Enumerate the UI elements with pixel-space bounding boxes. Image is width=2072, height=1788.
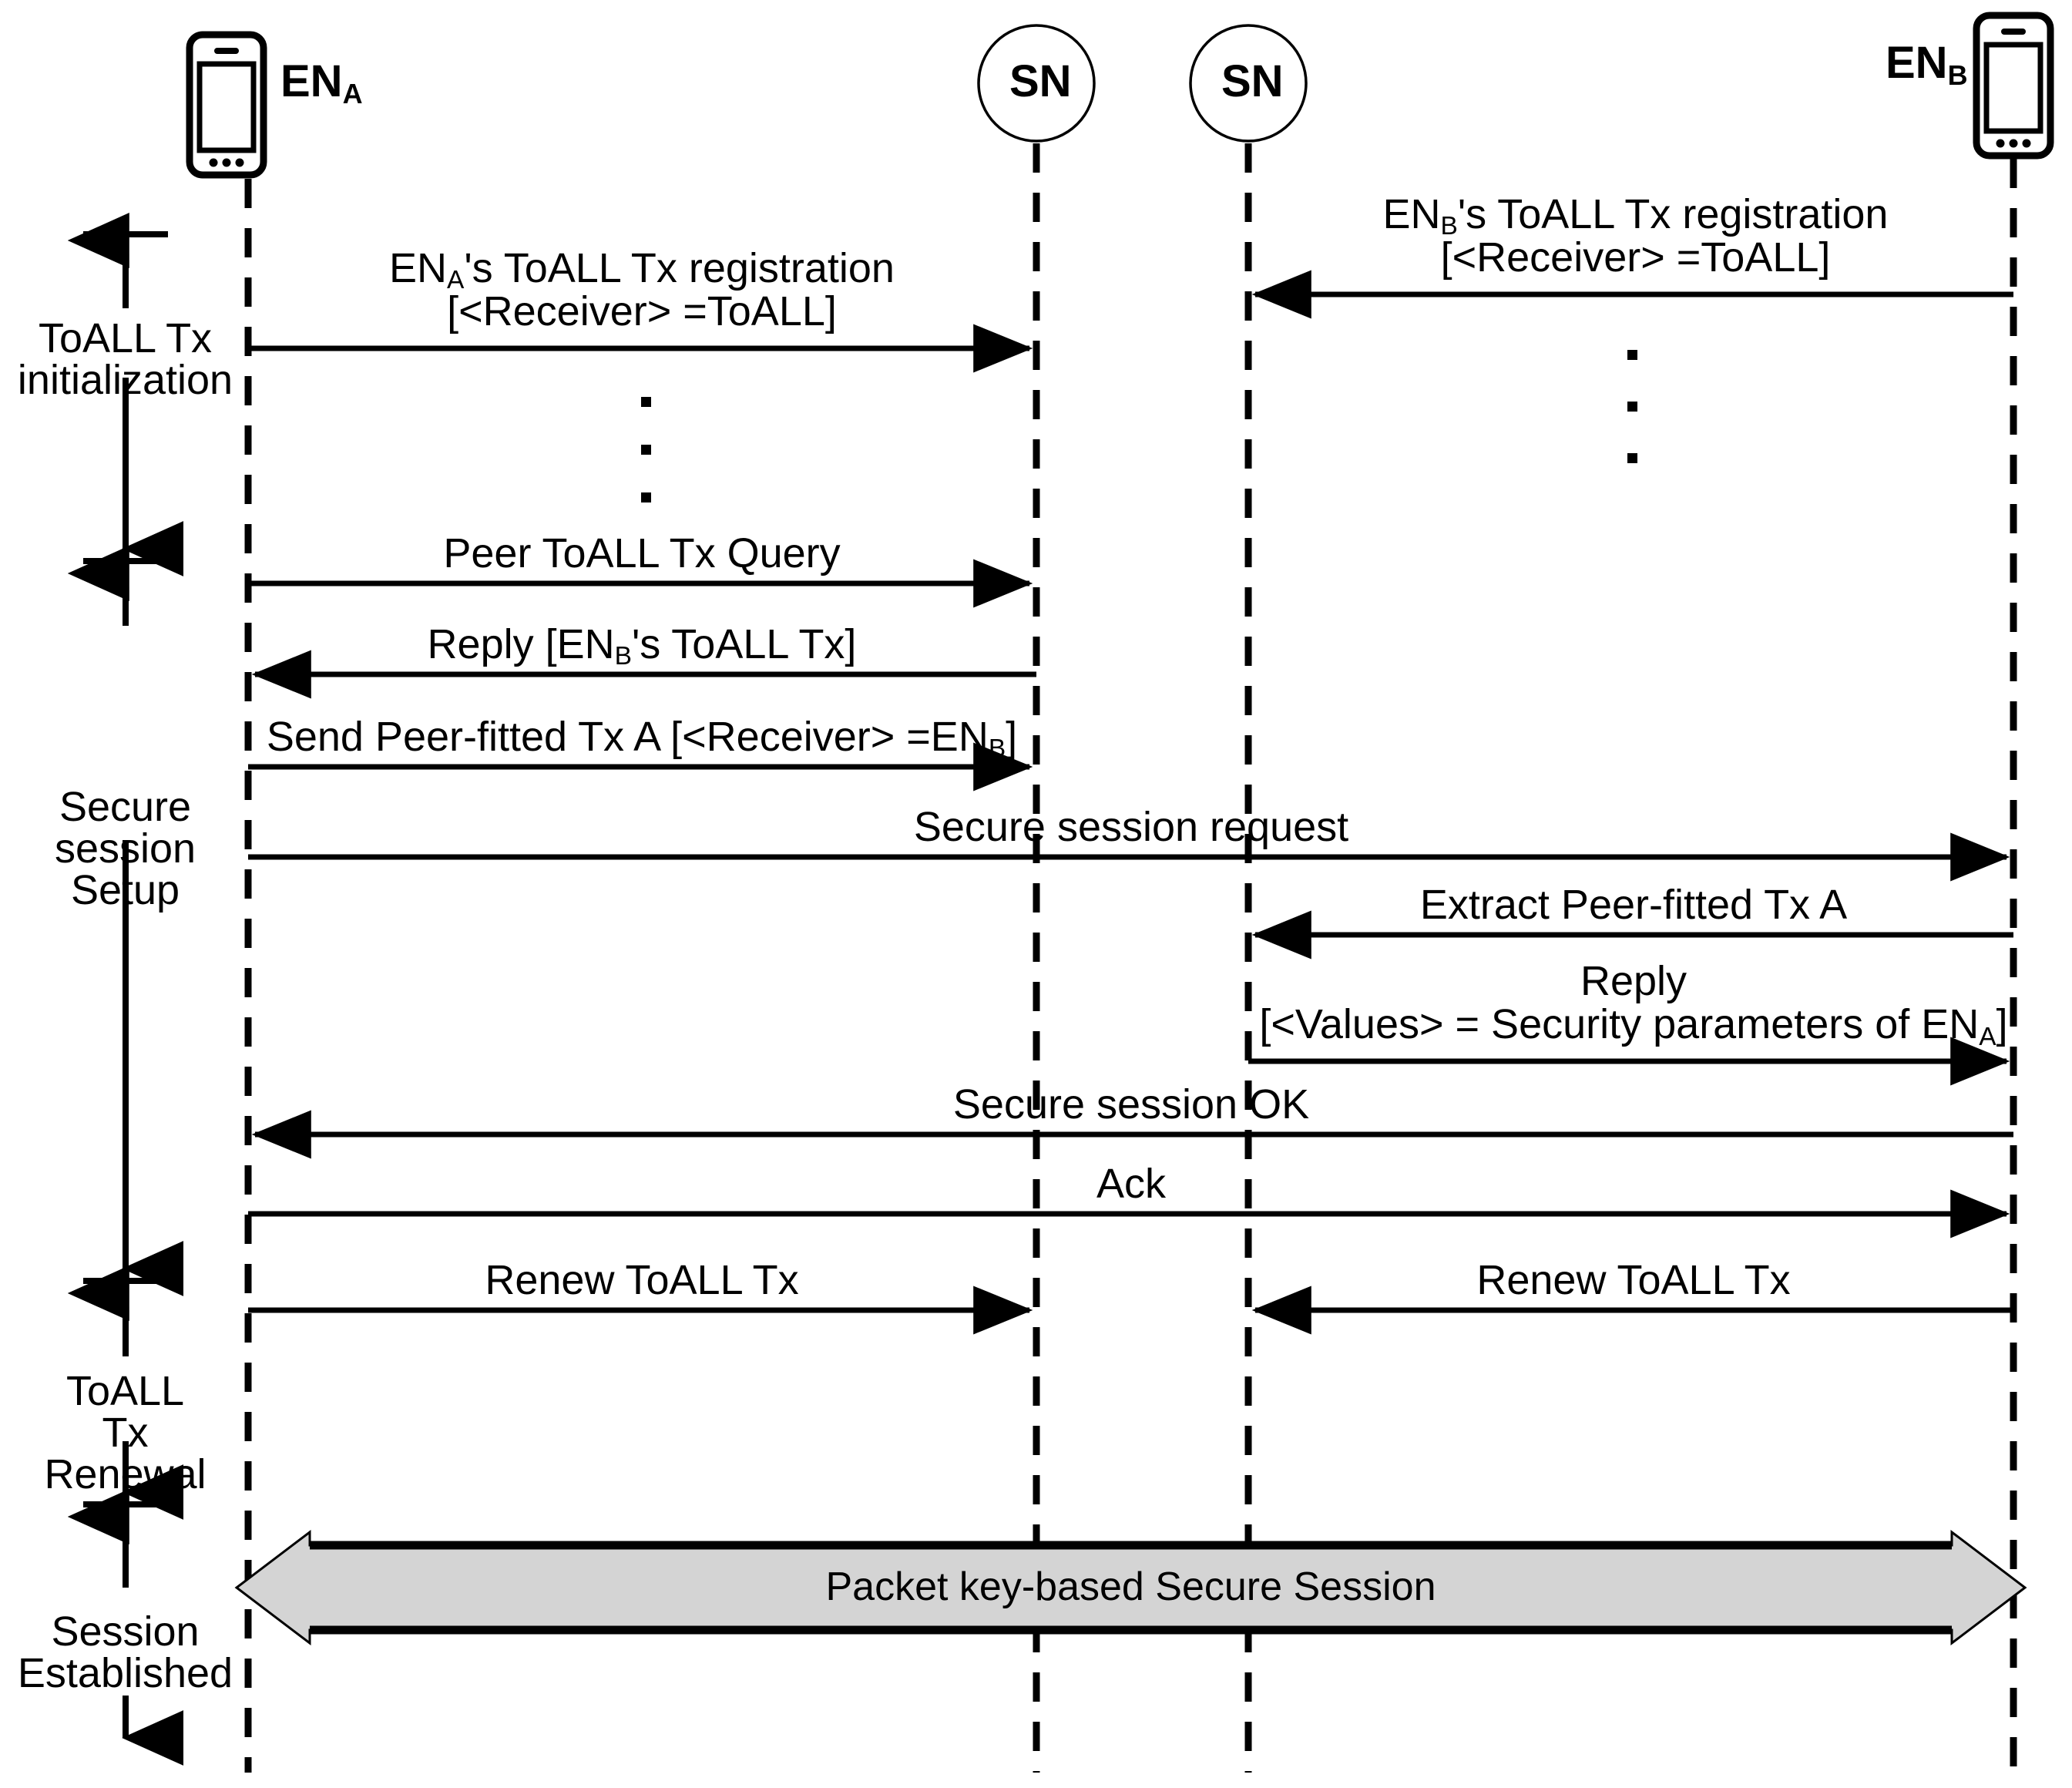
message-label-ack: Ack [1096, 1161, 1167, 1207]
ellipsis-left [641, 397, 651, 502]
message-label-secure-session-ok: Secure session OK [952, 1081, 1310, 1128]
actor-label-sn2: SN [1221, 56, 1284, 106]
message-label-reply-enb-toall-tx: Reply [ENB's ToALL Tx] [427, 621, 857, 671]
sn-node-circle-2 [1189, 24, 1308, 143]
actor-label-enb: ENB [1886, 38, 1968, 91]
message-label-enb-toall-registration: ENB's ToALL Tx registration[<Receiver> =… [1382, 191, 1889, 281]
message-label-extract-peer-fitted-tx-a: Extract Peer-fitted Tx A [1419, 882, 1848, 928]
message-label-ena-toall-registration: ENA's ToALL Tx registration[<Receiver> =… [389, 245, 895, 335]
smartphone-icon-ena [186, 31, 267, 179]
smartphone-icon-enb [1973, 12, 2054, 160]
message-arrows [248, 270, 2013, 1335]
actor-label-sn1: SN [1009, 56, 1072, 106]
message-label-renew-toall-tx-right: Renew ToALL Tx [1476, 1257, 1791, 1303]
message-label-send-peer-fitted-tx-a: Send Peer-fitted Tx A [<Receiver> =ENB] [266, 714, 1018, 764]
phase-markers [67, 213, 184, 1766]
actor-label-ena: ENA [280, 56, 363, 109]
session-bar-label: Packet key-based Secure Session [825, 1564, 1436, 1609]
message-label-renew-toall-tx-left: Renew ToALL Tx [485, 1257, 799, 1303]
ellipsis-right [1627, 350, 1637, 463]
message-label-peer-toall-tx-query: Peer ToALL Tx Query [443, 530, 841, 576]
message-label-secure-session-request: Secure session request [913, 804, 1349, 850]
sn-node-circle-1 [977, 24, 1096, 143]
message-label-reply-security-parameters: Reply[<Values> = Security parameters of … [1259, 958, 2008, 1051]
lifelines [244, 143, 2017, 1773]
packet-key-based-secure-session-bar [234, 1529, 2027, 1646]
